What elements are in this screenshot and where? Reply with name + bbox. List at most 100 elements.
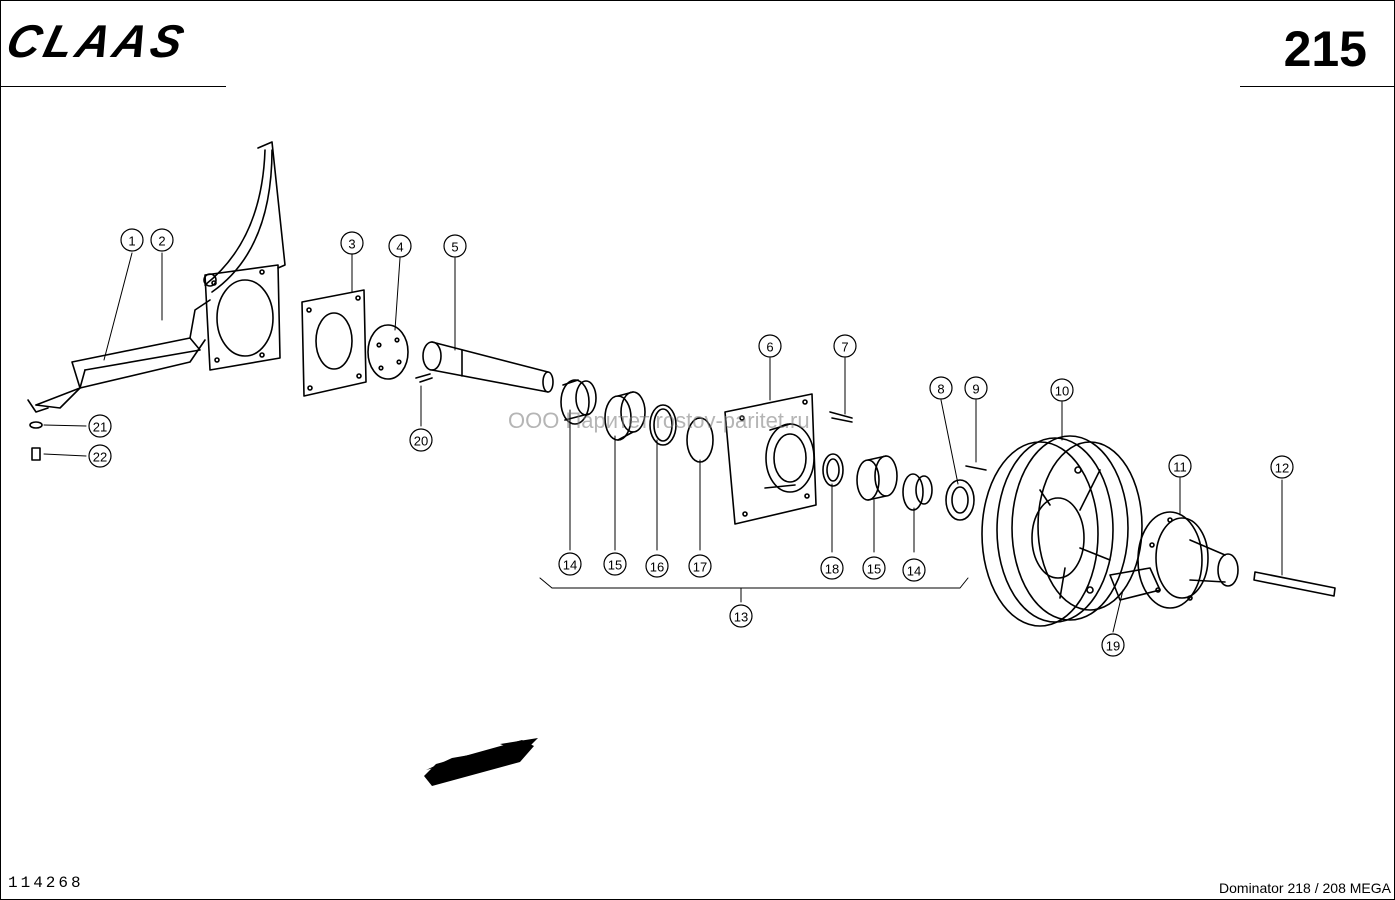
callout-label: 15 [867,562,881,577]
callout-circle [729,604,753,628]
callout-circle [88,414,112,438]
callout-1: 1 [120,228,144,252]
part-shaft [422,341,554,393]
callout-circle [1168,454,1192,478]
page-number: 215 [1283,21,1367,77]
callout-circle [929,376,953,400]
part-bearing-cup-right [856,455,898,501]
callout-15: 15 [862,556,886,580]
part-screw-20 [415,373,433,383]
callout-5: 5 [443,234,467,258]
callout-circle [833,334,857,358]
callout-12: 12 [1270,455,1294,479]
callout-label: 16 [650,560,664,575]
callout-circle [558,552,582,576]
header-rule-left [0,86,226,87]
callout-circle [1050,378,1074,402]
callout-circle [603,552,627,576]
callout-circle [409,428,433,452]
part-bolt-22 [31,447,41,461]
part-bearing-right [902,473,933,511]
callout-circle [820,556,844,580]
drawing-number: 114268 [8,874,84,892]
callout-2: 2 [150,228,174,252]
callout-label: 10 [1055,384,1069,399]
part-ring-16 [649,404,677,446]
callout-13: 13 [729,604,753,628]
callout-label: 22 [93,450,107,465]
callout-circle [1270,455,1294,479]
callout-label: 1 [128,234,135,249]
callout-10: 10 [1050,378,1074,402]
part-cover-disc [367,324,409,380]
callout-label: 8 [937,382,944,397]
callout-label: 4 [396,240,403,255]
part-bearing-left [560,379,597,425]
part-bearing-cup-left [604,391,646,441]
callout-11: 11 [1168,454,1192,478]
header-rule-right [1240,86,1395,87]
callout-7: 7 [833,334,857,358]
callout-label: 21 [93,420,107,435]
part-bearing-housing [724,393,817,525]
callout-22: 22 [88,444,112,468]
callout-17: 17 [688,554,712,578]
callout-label: 9 [972,382,979,397]
part-gasket-plate [301,289,367,397]
callout-circle [150,228,174,252]
callout-label: 3 [348,237,355,252]
callout-label: 11 [1173,460,1187,475]
part-frame-bracket [27,141,286,413]
callout-14: 14 [558,552,582,576]
part-hub [1137,511,1239,609]
callout-19: 19 [1101,633,1125,657]
part-shaft-key-12 [1253,571,1336,597]
part-screw-9 [965,465,987,471]
callout-16: 16 [645,554,669,578]
callout-circle [688,554,712,578]
callout-circle [120,228,144,252]
model-name: Dominator 218 / 208 MEGA [1219,880,1391,896]
callout-20: 20 [409,428,433,452]
callout-4: 4 [388,234,412,258]
callout-circle [88,444,112,468]
callout-8: 8 [929,376,953,400]
callout-circle [388,234,412,258]
part-ring-18 [822,453,844,487]
callout-label: 18 [825,562,839,577]
callout-3: 3 [340,231,364,255]
part-washer-21 [29,421,43,429]
callout-circle [340,231,364,255]
callout-circle [645,554,669,578]
callout-label: 7 [841,340,848,355]
callout-label: 19 [1106,639,1120,654]
callout-label: 6 [766,340,773,355]
callout-label: 15 [608,558,622,573]
callout-circle [862,556,886,580]
callout-circle [1101,633,1125,657]
part-pin-7 [829,411,853,423]
callout-9: 9 [964,376,988,400]
callout-label: 20 [414,434,428,449]
callout-14: 14 [902,558,926,582]
callout-circle [758,334,782,358]
watermark-text: ООО Паритет rostov-paritet.ru [508,408,810,433]
callout-21: 21 [88,414,112,438]
callout-label: 14 [907,564,921,579]
callout-15: 15 [603,552,627,576]
callout-label: 2 [158,234,165,249]
callout-circle [443,234,467,258]
callout-label: 5 [451,240,458,255]
part-key-19 [1109,567,1161,601]
callout-label: 12 [1275,461,1289,476]
callout-label: 13 [734,610,748,625]
callout-18: 18 [820,556,844,580]
callout-circle [964,376,988,400]
callout-label: 14 [563,558,577,573]
callout-6: 6 [758,334,782,358]
part-washer-8 [945,479,975,521]
callout-circle [902,558,926,582]
leader-lines [43,252,1283,633]
